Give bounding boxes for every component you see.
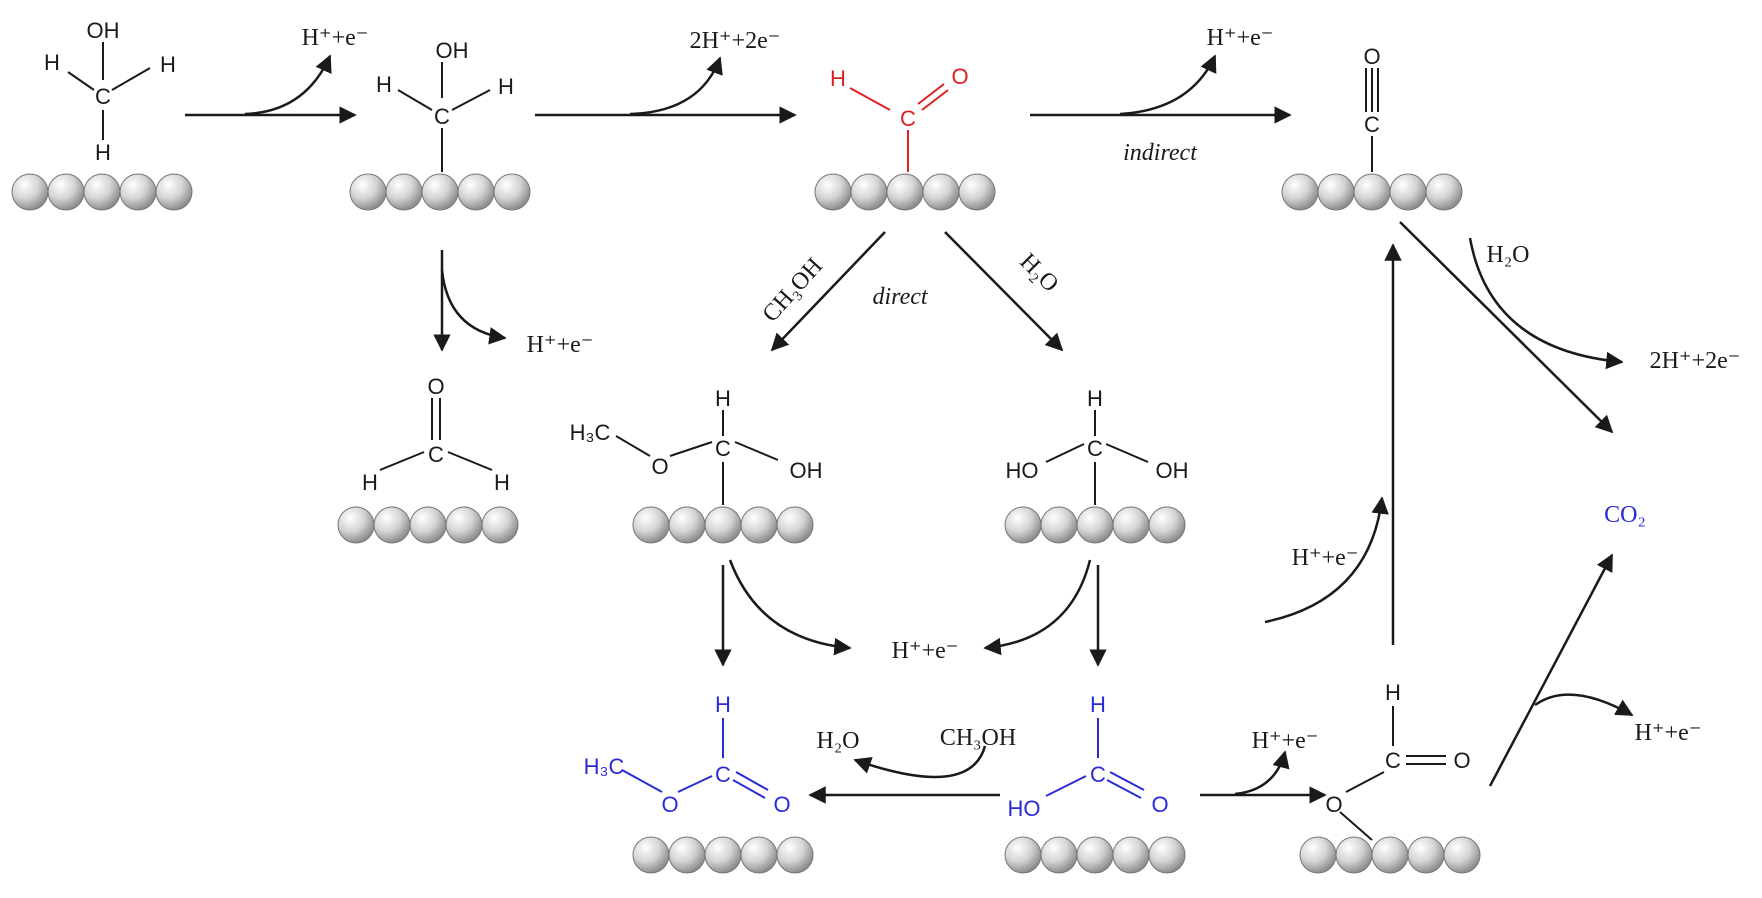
atom-c: C [715, 436, 731, 461]
arrow-byproduct-5 [728, 559, 852, 656]
arrow-h2o-reagent [1468, 237, 1624, 370]
label-h2o-reagent: H₂O [816, 728, 859, 754]
reaction-arrows [185, 54, 1634, 804]
label-direct: direct [872, 284, 928, 310]
label-h2o-reagent: H₂O [1486, 242, 1529, 268]
molecule-ch2oh-adsorbed: OH H C H [376, 38, 514, 172]
atom-h3c: H₃C [584, 754, 625, 779]
label-2h-2e: 2H⁺+2e⁻ [690, 28, 781, 54]
atom-o: O [651, 454, 668, 479]
atom-o: O [661, 792, 678, 817]
molecule-hemiacetal: H H₃C O C OH [570, 386, 823, 505]
atom-h: H [1090, 692, 1106, 717]
arrow-reagent-bottom [853, 745, 987, 779]
surface-slab-2 [349, 173, 531, 211]
atom-oh: OH [436, 38, 469, 63]
reaction-labels: H⁺+e⁻ 2H⁺+2e⁻ H⁺+e⁻ indirect H⁺+e⁻ CH₃OH… [302, 25, 1741, 754]
atom-h: H [830, 66, 846, 91]
surface-slab-7 [1004, 506, 1186, 544]
arrow-byproduct-9 [1534, 693, 1634, 717]
atom-c: C [1364, 112, 1380, 137]
atom-h: H [1087, 386, 1103, 411]
atom-c: C [95, 84, 111, 109]
arrow-byproduct-4 [440, 269, 507, 345]
label-h-e: H⁺+e⁻ [302, 25, 369, 51]
molecule-co-adsorbed: O C [1363, 44, 1381, 172]
surface-slab-3 [814, 173, 996, 211]
surface-slab-1 [11, 173, 193, 211]
arrow-byproduct-8 [1264, 496, 1389, 624]
atom-c: C [428, 442, 444, 467]
atom-c: C [715, 762, 731, 787]
surface-slab-10 [1299, 836, 1481, 874]
arrow-byproduct-7 [1234, 750, 1290, 796]
arrow-direct-ch3oh [770, 231, 886, 352]
surface-slab-8 [632, 836, 814, 874]
atom-h: H [160, 52, 176, 77]
molecule-methyl-formate: H H₃C O C O [584, 692, 791, 817]
atom-o: O [1453, 748, 1470, 773]
label-ch3oh-reagent: CH₃OH [758, 253, 828, 327]
atom-h: H [362, 470, 378, 495]
atom-oh: OH [790, 458, 823, 483]
atom-c: C [1087, 436, 1103, 461]
atom-o: O [1325, 792, 1342, 817]
atom-h: H [715, 692, 731, 717]
surface-slab-5 [337, 506, 519, 544]
atom-o: O [1363, 44, 1380, 69]
surface-slab-6 [632, 506, 814, 544]
arrow-byproduct-1 [244, 54, 332, 116]
molecule-formic-acid: H HO C O [1008, 692, 1169, 821]
molecule-formate-adsorbed: H C O O [1325, 680, 1471, 841]
molecule-cho-adsorbed: H C O [830, 64, 969, 172]
arrow-byproduct-6 [983, 559, 1092, 656]
label-co2-product: CO₂ [1604, 502, 1646, 528]
atom-c: C [1385, 748, 1401, 773]
surface-slab-4 [1281, 173, 1463, 211]
molecule-methanediol: H HO C OH [1006, 386, 1189, 505]
atom-h: H [44, 50, 60, 75]
atom-oh: OH [87, 18, 120, 43]
label-2h-2e: 2H⁺+2e⁻ [1650, 348, 1741, 374]
atom-c: C [1090, 762, 1106, 787]
atom-h: H [1385, 680, 1401, 705]
label-h-e: H⁺+e⁻ [1207, 25, 1274, 51]
atom-ho: HO [1008, 796, 1041, 821]
atom-h: H [376, 72, 392, 97]
molecule-methanol-adsorbed: OH H H C H [44, 18, 176, 165]
label-h2o-reagent: H₂O [1015, 249, 1064, 298]
atom-c: C [434, 104, 450, 129]
label-h-e: H⁺+e⁻ [1252, 728, 1319, 754]
label-indirect: indirect [1123, 140, 1198, 166]
atom-o: O [951, 64, 968, 89]
molecule-formaldehyde: O C H H [362, 374, 510, 495]
atom-h: H [715, 386, 731, 411]
arrow-h2o-branch [944, 231, 1064, 352]
atom-o: O [1151, 792, 1168, 817]
atom-h: H [95, 140, 111, 165]
atom-c: C [900, 106, 916, 131]
arrow-byproduct-2 [629, 56, 723, 116]
atom-h3c: H₃C [570, 420, 611, 445]
atom-h: H [494, 470, 510, 495]
atom-o: O [773, 792, 790, 817]
atom-ho: HO [1006, 458, 1039, 483]
atom-h: H [498, 74, 514, 99]
atom-oh: OH [1156, 458, 1189, 483]
arrow-byproduct-3 [1119, 54, 1217, 116]
label-h-e: H⁺+e⁻ [527, 332, 594, 358]
arrow-formate-to-co2 [1488, 553, 1614, 787]
arrow-co-to-co2 [1399, 221, 1614, 434]
label-ch3oh-reagent: CH₃OH [940, 725, 1016, 751]
label-h-e: H⁺+e⁻ [892, 638, 959, 664]
label-h-e: H⁺+e⁻ [1292, 545, 1359, 571]
label-h-e: H⁺+e⁻ [1635, 720, 1702, 746]
atom-o: O [427, 374, 444, 399]
surface-slab-9 [1004, 836, 1186, 874]
